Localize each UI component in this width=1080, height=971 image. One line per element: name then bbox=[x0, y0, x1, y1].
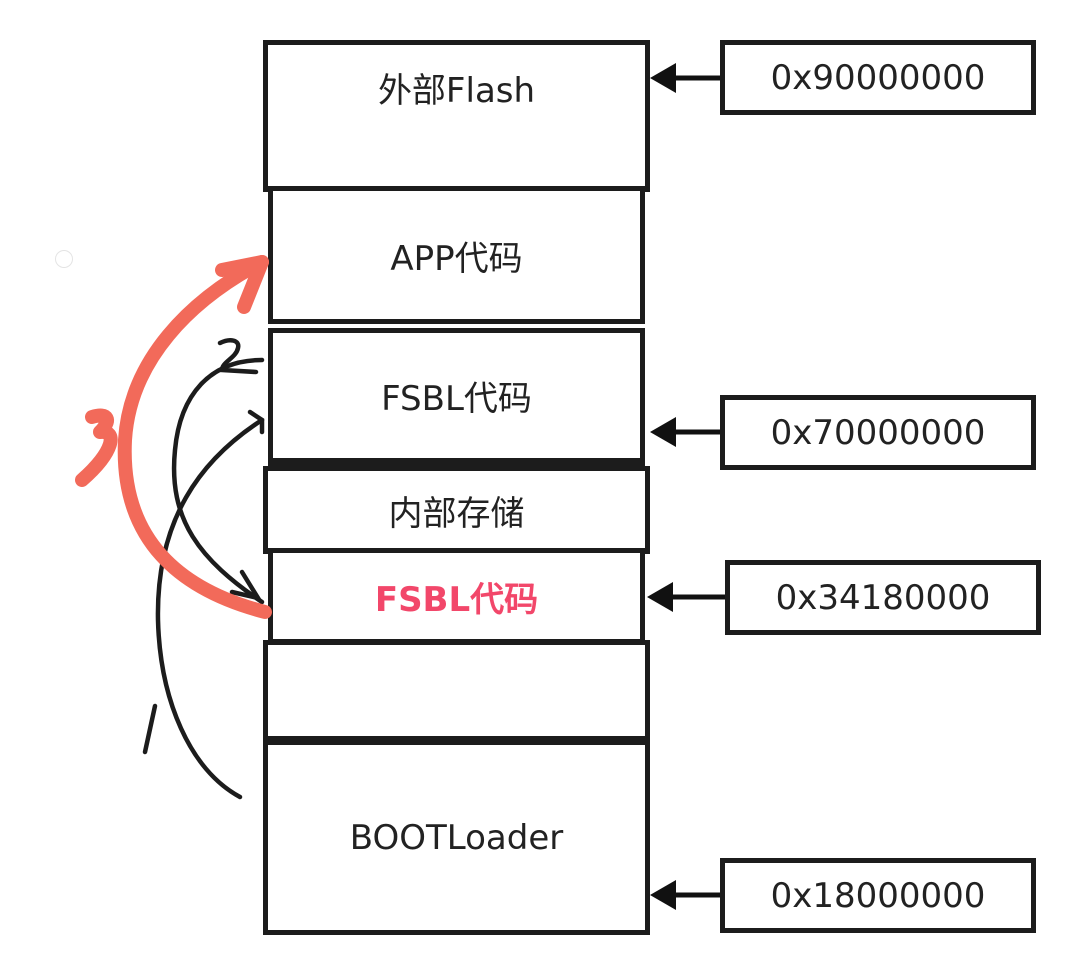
address-label: 0x34180000 bbox=[775, 577, 991, 618]
step-1-number-mark bbox=[142, 703, 158, 755]
address-label: 0x70000000 bbox=[770, 412, 986, 453]
block-bootloader: BOOTLoader bbox=[263, 740, 650, 935]
block-external-flash: 外部Flash bbox=[263, 40, 650, 192]
address-arrow-0x18000000 bbox=[650, 880, 720, 910]
block-fsbl-code-external: FSBL代码 bbox=[268, 328, 645, 466]
step-1-arrowhead bbox=[247, 409, 265, 435]
step-2-arrowhead bbox=[229, 569, 263, 602]
address-box-0x34180000: 0x34180000 bbox=[725, 560, 1041, 635]
block-label: 外部Flash bbox=[377, 71, 536, 111]
address-label: 0x90000000 bbox=[770, 57, 986, 98]
address-arrow-0x70000000 bbox=[650, 417, 720, 447]
block-app-code: APP代码 bbox=[268, 186, 645, 324]
address-box-0x18000000: 0x18000000 bbox=[720, 858, 1036, 933]
block-label-highlight: FSBL代码 bbox=[374, 579, 539, 620]
address-box-0x90000000: 0x90000000 bbox=[720, 40, 1036, 115]
block-label: BOOTLoader bbox=[349, 817, 564, 858]
step-2-arrow-path bbox=[171, 357, 265, 605]
step-3-number-mark bbox=[75, 408, 118, 487]
step-1-arrow-path bbox=[155, 417, 265, 800]
step-2-number-mark bbox=[217, 338, 259, 375]
faint-circle-mark bbox=[55, 250, 73, 268]
address-arrow-0x90000000 bbox=[650, 63, 720, 93]
block-label: 内部存储 bbox=[388, 493, 525, 534]
annotation-step-3 bbox=[75, 255, 272, 619]
block-internal-storage: 内部存储 bbox=[263, 466, 650, 554]
address-label: 0x18000000 bbox=[770, 875, 986, 916]
address-arrow-0x34180000 bbox=[647, 582, 725, 612]
annotation-step-1 bbox=[142, 409, 265, 800]
annotation-step-2 bbox=[171, 338, 265, 605]
block-label: FSBL代码 bbox=[381, 379, 532, 419]
block-empty-region bbox=[263, 640, 650, 744]
block-label: APP代码 bbox=[390, 238, 523, 279]
address-box-0x70000000: 0x70000000 bbox=[720, 395, 1036, 470]
block-fsbl-code-internal: FSBL代码 bbox=[268, 548, 645, 644]
step-3-arrow-path bbox=[117, 255, 272, 619]
step-3-arrowhead bbox=[215, 255, 269, 314]
